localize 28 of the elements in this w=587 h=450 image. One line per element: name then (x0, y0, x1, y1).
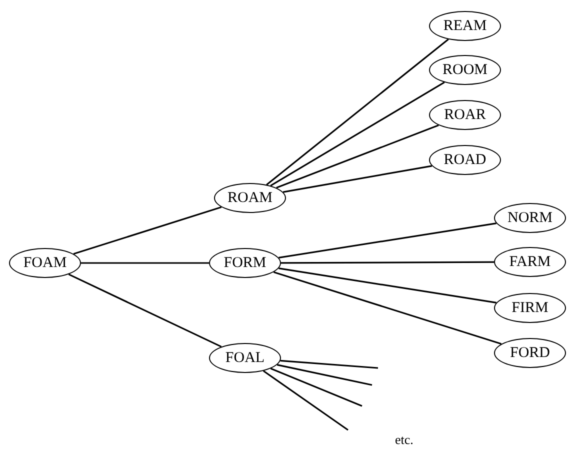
connector-line (278, 268, 496, 304)
word-ellipse: NORM (494, 203, 566, 233)
connector-line (280, 360, 378, 369)
word-ellipse: ROAD (429, 145, 501, 175)
connector-line (68, 274, 222, 348)
word-ellipse: FOAL (209, 343, 281, 373)
connector-line (278, 222, 496, 258)
connector-line (73, 206, 222, 255)
word-ellipse: FIRM (494, 293, 566, 323)
connector-line (270, 82, 445, 186)
connector-line (81, 262, 209, 264)
word-ellipse: REAM (429, 11, 501, 41)
connector-line (266, 38, 449, 186)
word-ellipse: FARM (494, 247, 566, 277)
word-ellipse: ROOM (429, 55, 501, 85)
connector-line (270, 368, 362, 407)
connector-line (276, 364, 372, 386)
word-ellipse: FORM (209, 248, 281, 278)
word-ellipse: ROAR (429, 100, 501, 130)
connector-line (282, 165, 432, 193)
note-text: etc. (395, 432, 414, 448)
word-ellipse: FORD (494, 338, 566, 368)
word-ellipse: ROAM (214, 183, 286, 213)
connector-line (281, 261, 494, 264)
connector-line (262, 370, 348, 431)
word-ellipse: FOAM (9, 248, 81, 278)
connector-line (276, 124, 439, 189)
connector-line (273, 271, 502, 345)
